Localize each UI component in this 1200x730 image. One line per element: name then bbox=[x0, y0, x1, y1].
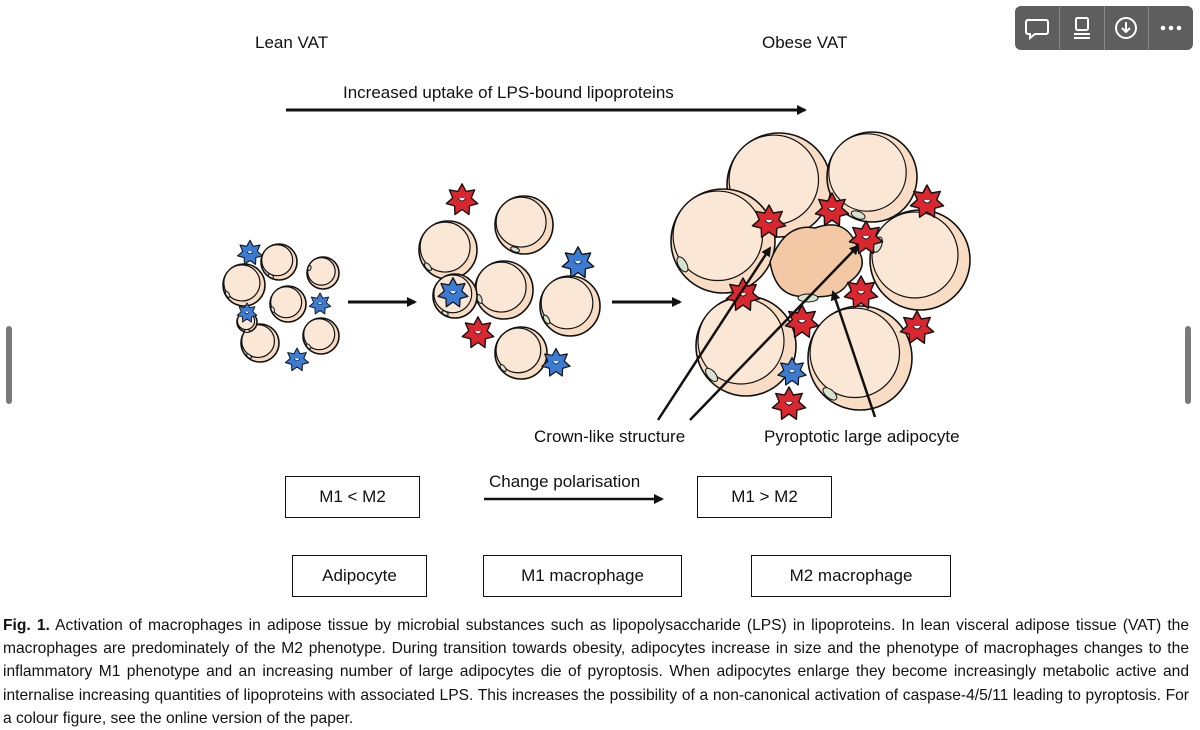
crown-pointer-1 bbox=[656, 246, 772, 421]
m2-macrophage-icon bbox=[561, 246, 595, 279]
legend-m2-text: M2 macrophage bbox=[789, 566, 913, 585]
caption-label: Fig. 1. bbox=[3, 617, 50, 634]
legend-m2-box: M2 macrophage bbox=[751, 555, 951, 597]
legend-m1-box: M1 macrophage bbox=[483, 555, 682, 597]
ratio-obese-text: M1 > M2 bbox=[731, 487, 798, 506]
adipocyte-cell bbox=[539, 275, 601, 337]
more-button[interactable] bbox=[1149, 6, 1193, 50]
document-icon bbox=[1073, 17, 1090, 39]
download-icon bbox=[1115, 17, 1138, 39]
m1-macrophage-icon bbox=[445, 183, 479, 216]
m1-macrophage-icon bbox=[843, 275, 879, 309]
legend-adipocyte-text: Adipocyte bbox=[322, 566, 397, 585]
m1-macrophage-icon bbox=[814, 192, 850, 226]
pyroptotic-label: Pyroptotic large adipocyte bbox=[764, 427, 960, 446]
m1-macrophage-icon bbox=[899, 310, 935, 344]
m1-macrophage-icon bbox=[461, 316, 495, 349]
m2-macrophage-icon bbox=[237, 239, 263, 265]
viewer-toolbar bbox=[1015, 6, 1193, 50]
m2-macrophage-icon bbox=[236, 302, 258, 323]
polarisation-label: Change polarisation bbox=[489, 472, 641, 491]
m2-macrophage-icon bbox=[541, 347, 571, 377]
figure-caption: Fig. 1. Activation of macrophages in adi… bbox=[3, 614, 1189, 730]
adipocyte-cell bbox=[240, 323, 280, 363]
adipocyte-cell bbox=[302, 317, 340, 355]
lean-vat-label: Lean VAT bbox=[255, 33, 329, 52]
adipocyte-cell bbox=[474, 260, 534, 320]
caption-text: Activation of macrophages in adipose tis… bbox=[3, 617, 1190, 727]
adipocyte-cell bbox=[670, 188, 776, 294]
m2-macrophage-icon bbox=[437, 277, 469, 308]
adipocyte-cell bbox=[260, 243, 298, 281]
ratio-box-obese: M1 > M2 bbox=[697, 476, 832, 518]
uptake-label: Increased uptake of LPS-bound lipoprotei… bbox=[343, 83, 674, 102]
cells-layer bbox=[222, 131, 971, 420]
m1-macrophage-icon bbox=[848, 220, 884, 254]
legend-m1-text: M1 macrophage bbox=[521, 566, 644, 585]
crown-pointer-2 bbox=[689, 244, 860, 421]
adipocyte-cell bbox=[869, 209, 971, 311]
legend-adipocyte-box: Adipocyte bbox=[292, 555, 427, 597]
adipocyte-cell bbox=[418, 220, 478, 280]
adipocyte-cell bbox=[222, 263, 266, 307]
m1-macrophage-icon bbox=[771, 386, 807, 420]
ratio-box-lean: M1 < M2 bbox=[285, 476, 420, 518]
adipocyte-cell bbox=[494, 326, 548, 380]
more-icon bbox=[1160, 25, 1182, 31]
m1-macrophage-icon bbox=[909, 184, 945, 218]
right-scroll-handle[interactable] bbox=[1185, 326, 1191, 404]
adipocyte-cell bbox=[695, 295, 797, 397]
adipocyte-cell bbox=[826, 131, 918, 223]
crown-like-label: Crown-like structure bbox=[534, 427, 686, 446]
m2-macrophage-icon bbox=[777, 356, 807, 386]
adipocyte-cell bbox=[807, 305, 913, 411]
adipocyte-cell bbox=[494, 195, 554, 255]
document-button[interactable] bbox=[1060, 6, 1105, 50]
adipocyte-cell bbox=[269, 285, 307, 323]
pyroptotic-pointer bbox=[830, 290, 877, 418]
obese-vat-label: Obese VAT bbox=[762, 33, 848, 52]
comment-icon bbox=[1024, 19, 1049, 41]
m2-macrophage-icon bbox=[284, 347, 310, 372]
download-button[interactable] bbox=[1105, 6, 1150, 50]
ratio-lean-text: M1 < M2 bbox=[319, 487, 386, 506]
left-scroll-handle[interactable] bbox=[6, 326, 12, 404]
adipocyte-cell bbox=[306, 256, 340, 290]
comment-button[interactable] bbox=[1015, 6, 1060, 50]
m2-macrophage-icon bbox=[308, 292, 332, 315]
m1-macrophage-icon bbox=[751, 204, 787, 238]
diagram-canvas bbox=[222, 105, 971, 504]
